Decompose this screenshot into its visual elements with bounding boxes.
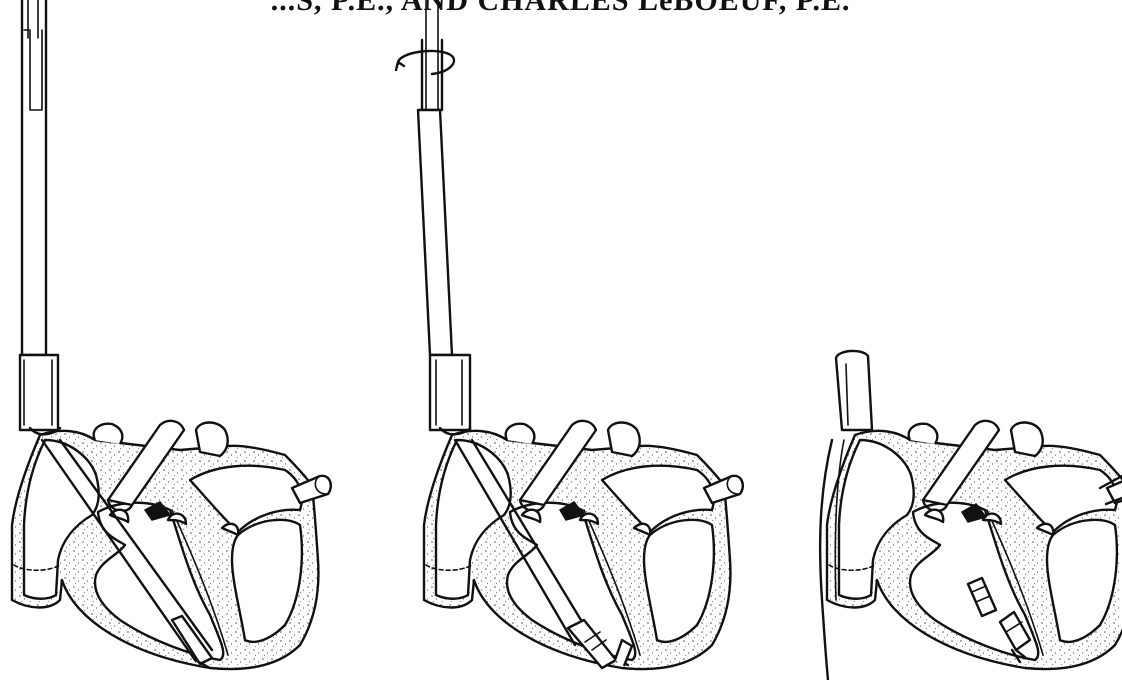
sheath-middle — [418, 110, 452, 355]
panel-middle — [396, 0, 743, 669]
panel-left — [12, 0, 331, 669]
heart-left — [12, 421, 331, 669]
heart-right — [827, 421, 1122, 669]
panel-right — [820, 351, 1122, 680]
